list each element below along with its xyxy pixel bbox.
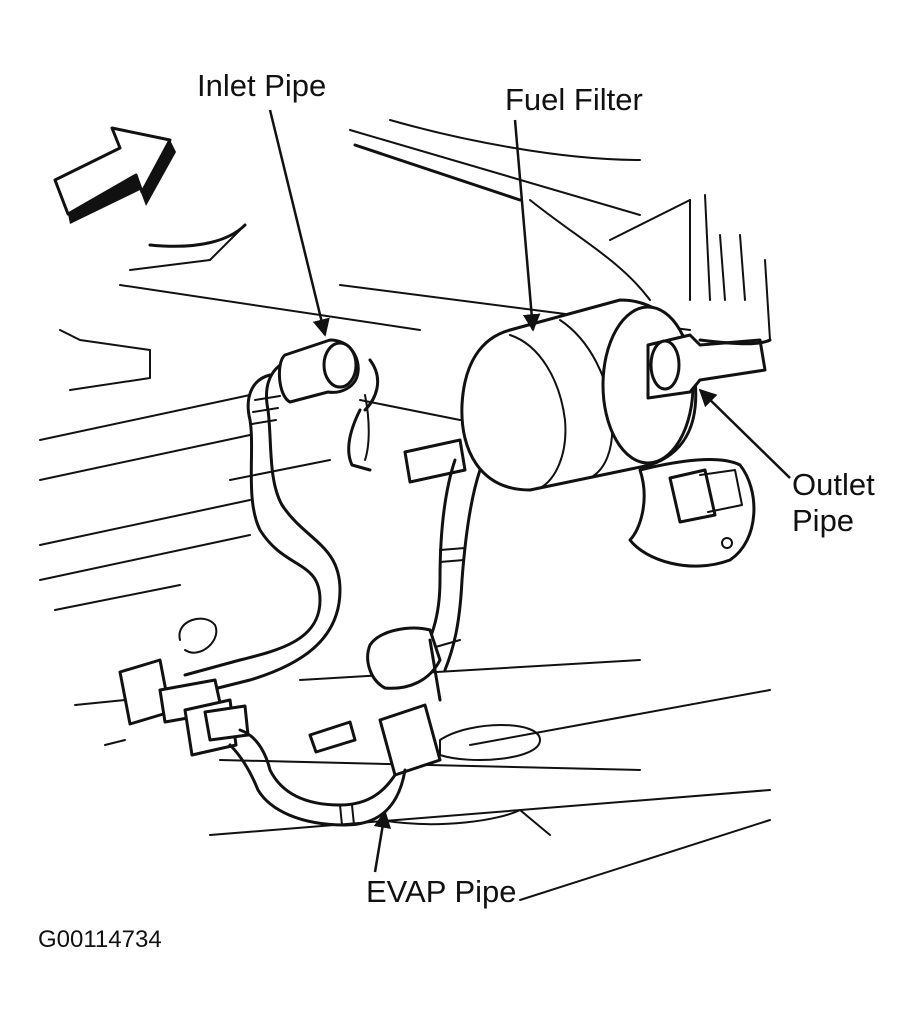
inlet-pipe-leader-line	[268, 109, 330, 337]
fuel-filter-body	[460, 298, 772, 568]
outlet-pipe-label: Outlet Pipe	[792, 467, 875, 539]
pipe-clip-connectors	[118, 658, 250, 757]
outlet-pipe-leader-line	[698, 388, 791, 479]
fuel-filter-leader-line	[513, 119, 541, 332]
figure-id: G00114734	[38, 926, 162, 953]
evap-pipe	[228, 438, 482, 827]
inlet-pipe-label: Inlet Pipe	[197, 68, 327, 103]
outlet-pipe-label-line2: Pipe	[792, 503, 855, 538]
fuel-filter-label: Fuel Filter	[505, 82, 643, 117]
vehicle-underbody	[39, 119, 771, 901]
outlet-pipe-label-line1: Outlet	[792, 467, 875, 502]
evap-pipe-leader-line	[373, 810, 392, 873]
inlet-pipe	[183, 338, 380, 697]
evap-pipe-label: EVAP Pipe	[366, 874, 517, 909]
forward-direction-arrow-icon	[53, 126, 176, 224]
